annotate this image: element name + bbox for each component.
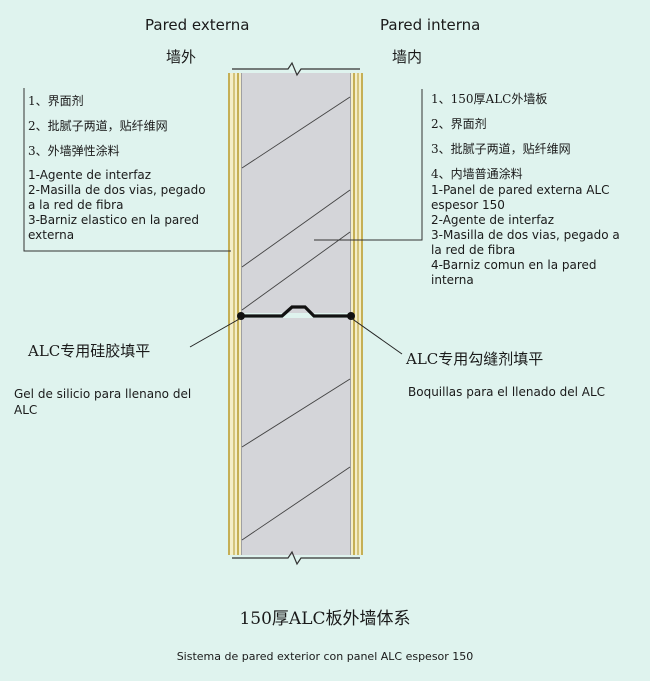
top-break-mark [232,61,360,77]
left-notes-es: 1-Agente de interfaz 2-Masilla de dos vi… [28,168,206,243]
left-note-zh-2: 2、批腻子两道，贴纤维网 [28,119,168,133]
right-callout-es: Boquillas para el llenado del ALC [408,385,606,399]
outer-side-label-es: Pared externa [145,16,250,34]
left-callout-zh: ALC专用硅胶填平 [28,342,151,360]
right-note-es-5: la red de fibra [431,243,516,257]
left-note-es-5: externa [28,228,75,242]
panel-joint [241,305,351,318]
left-note-es-1: 1-Agente de interfaz [28,168,152,182]
right-note-bracket [314,89,423,241]
right-note-es-2: espesor 150 [431,198,505,212]
right-note-zh-1: 1、150厚ALC外墙板 [431,92,548,106]
right-notes-zh: 1、150厚ALC外墙板 2、界面剂 3、批腻子两道，贴纤维网 4、内墙普通涂料 [431,87,571,187]
left-note-es-3: a la red de fibra [28,198,124,212]
right-note-es-3: 2-Agente de interfaz [431,213,555,227]
right-note-es-4: 3-Masilla de dos vias, pegado a [431,228,620,242]
left-note-zh-3: 3、外墙弹性涂料 [28,144,120,158]
outer-joint-sealant [237,312,245,320]
right-note-zh-3: 3、批腻子两道，贴纤维网 [431,142,571,156]
diagram-title-es: Sistema de pared exterior con panel ALC … [176,650,474,663]
left-note-bracket [23,88,231,252]
left-callout-leader [189,317,242,348]
diagram-title-zh: 150厚ALC板外墙体系 [239,609,411,629]
right-callout-zh: ALC专用勾缝剂填平 [406,350,544,368]
left-note-es-2: 2-Masilla de dos vias, pegado [28,183,206,197]
inner-side-label-zh: 墙内 [392,48,423,66]
left-note-es-4: 3-Barniz elastico en la pared [28,213,199,227]
alc-panel-lower [241,318,351,555]
right-note-es-6: 4-Barniz comun en la pared [431,258,597,272]
alc-panel-upper [241,73,351,313]
outer-side-label-zh: 墙外 [166,48,197,66]
left-callout-es-2: ALC [14,403,38,417]
left-note-zh-1: 1、界面剂 [28,94,84,108]
left-notes-zh: 1、界面剂 2、批腻子两道，贴纤维网 3、外墙弹性涂料 [28,89,168,164]
right-note-es-1: 1-Panel de pared externa ALC [431,183,610,197]
right-note-zh-2: 2、界面剂 [431,117,487,131]
right-callout-leader [350,317,403,355]
bottom-break-mark [232,550,360,566]
inner-joint-sealant [347,312,355,320]
right-note-es-7: interna [431,273,474,287]
right-notes-es: 1-Panel de pared externa ALC espesor 150… [431,183,620,288]
right-note-zh-4: 4、内墙普通涂料 [431,167,523,181]
left-callout-es: Gel de silicio para llenano del ALC [14,386,191,418]
left-callout-es-1: Gel de silicio para llenano del [14,387,192,401]
inner-side-label-es: Pared interna [380,16,481,34]
panel-hatch [241,96,351,541]
